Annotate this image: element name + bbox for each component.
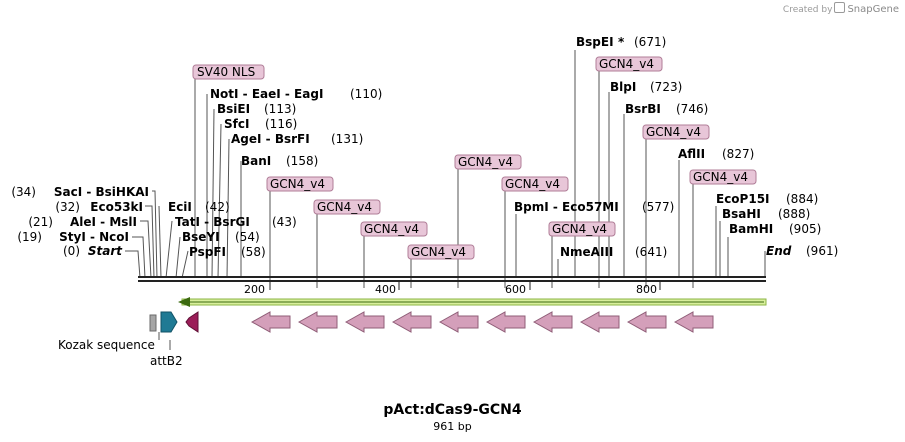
snapgene-logo-icon bbox=[834, 2, 846, 13]
site-start-pos: (0) bbox=[63, 244, 80, 258]
site-sfci: SfcI bbox=[224, 117, 249, 131]
feature-label-gcn4-10: GCN4_v4 bbox=[693, 170, 748, 184]
sites-middle-left: EciI (42) TatI - BsrGI (43) BseYI (54) P… bbox=[168, 87, 382, 259]
site-pspfi: PspFI bbox=[189, 245, 226, 259]
site-bsrbi: BsrBI bbox=[625, 102, 661, 116]
snapgene-credit: Created by SnapGene bbox=[783, 2, 899, 15]
site-bamhi-pos: (905) bbox=[789, 222, 821, 236]
site-bsahi: BsaHI bbox=[722, 207, 761, 221]
site-blpi: BlpI bbox=[610, 80, 636, 94]
site-ecii: EciI bbox=[168, 200, 192, 214]
feature-label-gcn4-9: GCN4_v4 bbox=[646, 125, 701, 139]
site-bsiei-pos: (113) bbox=[264, 102, 296, 116]
site-bani-pos: (158) bbox=[286, 154, 318, 168]
site-end-pos: (961) bbox=[806, 244, 838, 258]
site-eco53ki-pos: (32) bbox=[55, 200, 80, 214]
gcn4-arrow-7 bbox=[532, 311, 573, 333]
feature-glyphs: Kozak sequence attB2 bbox=[58, 311, 199, 368]
feature-label-gcn4-4: GCN4_v4 bbox=[411, 245, 466, 259]
site-bspei-star: * bbox=[618, 35, 625, 49]
site-agei-bsrfi: AgeI - BsrFI bbox=[231, 132, 310, 146]
site-nmeaiii-pos: (641) bbox=[635, 245, 667, 259]
site-saci-bsihkai-pos: (34) bbox=[11, 185, 36, 199]
site-alei-msli-pos: (21) bbox=[28, 215, 53, 229]
gcn4-arrow-8 bbox=[579, 311, 620, 333]
feature-label-gcn4-2: GCN4_v4 bbox=[317, 200, 372, 214]
gcn4-arrow-9 bbox=[626, 311, 667, 333]
feature-label-gcn4-5: GCN4_v4 bbox=[458, 155, 513, 169]
site-alei-msli: AleI - MslI bbox=[70, 215, 137, 229]
tick-label-600: 600 bbox=[505, 283, 526, 296]
gcn4-arrow-10 bbox=[673, 311, 714, 333]
site-styi-ncoi: StyI - NcoI bbox=[59, 230, 129, 244]
tick-label-200: 200 bbox=[244, 283, 265, 296]
site-eco53ki: Eco53kI bbox=[90, 200, 143, 214]
feature-label-gcn4-7: GCN4_v4 bbox=[552, 222, 607, 236]
site-nmeaiii: NmeAIII bbox=[560, 245, 613, 259]
gcn4-arrows bbox=[250, 311, 714, 333]
site-styi-ncoi-pos: (19) bbox=[17, 230, 42, 244]
site-bspei: BspEI bbox=[576, 35, 614, 49]
site-bpmi-eco57mi-pos: (577) bbox=[642, 200, 674, 214]
site-noti-eaei-eagi-pos: (110) bbox=[350, 87, 382, 101]
feature-label-sv40-nls: SV40 NLS bbox=[197, 65, 255, 79]
site-saci-bsihkai: SacI - BsiHKAI bbox=[54, 185, 149, 199]
site-ecop15i: EcoP15I bbox=[716, 192, 770, 206]
connector-lines bbox=[125, 50, 766, 288]
gcn4-arrow-4 bbox=[391, 311, 432, 333]
attb2-arrow bbox=[160, 311, 178, 333]
site-sfci-pos: (116) bbox=[265, 117, 297, 131]
tick-label-800: 800 bbox=[636, 283, 657, 296]
site-bsrbi-pos: (746) bbox=[676, 102, 708, 116]
gcn4-arrow-2 bbox=[297, 311, 338, 333]
site-bamhi: BamHI bbox=[729, 222, 773, 236]
site-ecii-pos: (42) bbox=[205, 200, 230, 214]
gcn4-arrow-5 bbox=[438, 311, 479, 333]
site-bpmi-eco57mi: BpmI - Eco57MI bbox=[514, 200, 619, 214]
site-start: Start bbox=[88, 244, 123, 258]
ruler: 200 400 600 800 bbox=[244, 282, 661, 296]
feature-label-gcn4-1: GCN4_v4 bbox=[270, 177, 325, 191]
tick-label-400: 400 bbox=[375, 283, 396, 296]
site-bseyi-pos: (54) bbox=[235, 230, 260, 244]
site-bsahi-pos: (888) bbox=[778, 207, 810, 221]
site-aflii-pos: (827) bbox=[722, 147, 754, 161]
orf-arrow bbox=[178, 297, 767, 307]
site-end: End bbox=[766, 244, 792, 258]
gcn4-arrow-6 bbox=[485, 311, 526, 333]
site-tati-bsrgi: TatI - BsrGI bbox=[175, 215, 250, 229]
site-pspfi-pos: (58) bbox=[241, 245, 266, 259]
site-bspei-pos: (671) bbox=[634, 35, 666, 49]
site-blpi-pos: (723) bbox=[650, 80, 682, 94]
magenta-arrow bbox=[185, 311, 199, 333]
site-bani: BanI bbox=[241, 154, 271, 168]
feature-label-gcn4-8: GCN4_v4 bbox=[599, 57, 654, 71]
gcn4-arrow-3 bbox=[344, 311, 385, 333]
site-bsiei: BsiEI bbox=[217, 102, 250, 116]
site-bseyi: BseYI bbox=[182, 230, 220, 244]
credit-brand: SnapGene bbox=[847, 4, 899, 15]
site-agei-bsrfi-pos: (131) bbox=[331, 132, 363, 146]
attb2-label: attB2 bbox=[150, 354, 183, 368]
site-noti-eaei-eagi: NotI - EaeI - EagI bbox=[210, 87, 323, 101]
feature-labels: SV40 NLS GCN4_v4 GCN4_v4 GCN4_v4 GCN4_v4… bbox=[192, 56, 757, 260]
feature-label-gcn4-3: GCN4_v4 bbox=[364, 222, 419, 236]
map-length: 961 bp bbox=[433, 420, 472, 433]
credit-prefix: Created by bbox=[782, 5, 833, 15]
sites-right: BspEI * (671) BlpI (723) BsrBI (746) Bpm… bbox=[514, 35, 838, 259]
sites-left: Start (0) StyI - NcoI (19) AleI - MslI (… bbox=[11, 185, 149, 258]
site-tati-bsrgi-pos: (43) bbox=[272, 215, 297, 229]
map-title: pAct:dCas9-GCN4 bbox=[383, 402, 522, 418]
kozak-sequence-box bbox=[149, 314, 157, 332]
site-ecop15i-pos: (884) bbox=[786, 192, 818, 206]
site-aflii: AflII bbox=[678, 147, 705, 161]
dna-backbone bbox=[138, 276, 766, 282]
feature-label-gcn4-6: GCN4_v4 bbox=[505, 177, 560, 191]
kozak-sequence-label: Kozak sequence bbox=[58, 338, 155, 352]
gcn4-arrow-1 bbox=[250, 311, 291, 333]
